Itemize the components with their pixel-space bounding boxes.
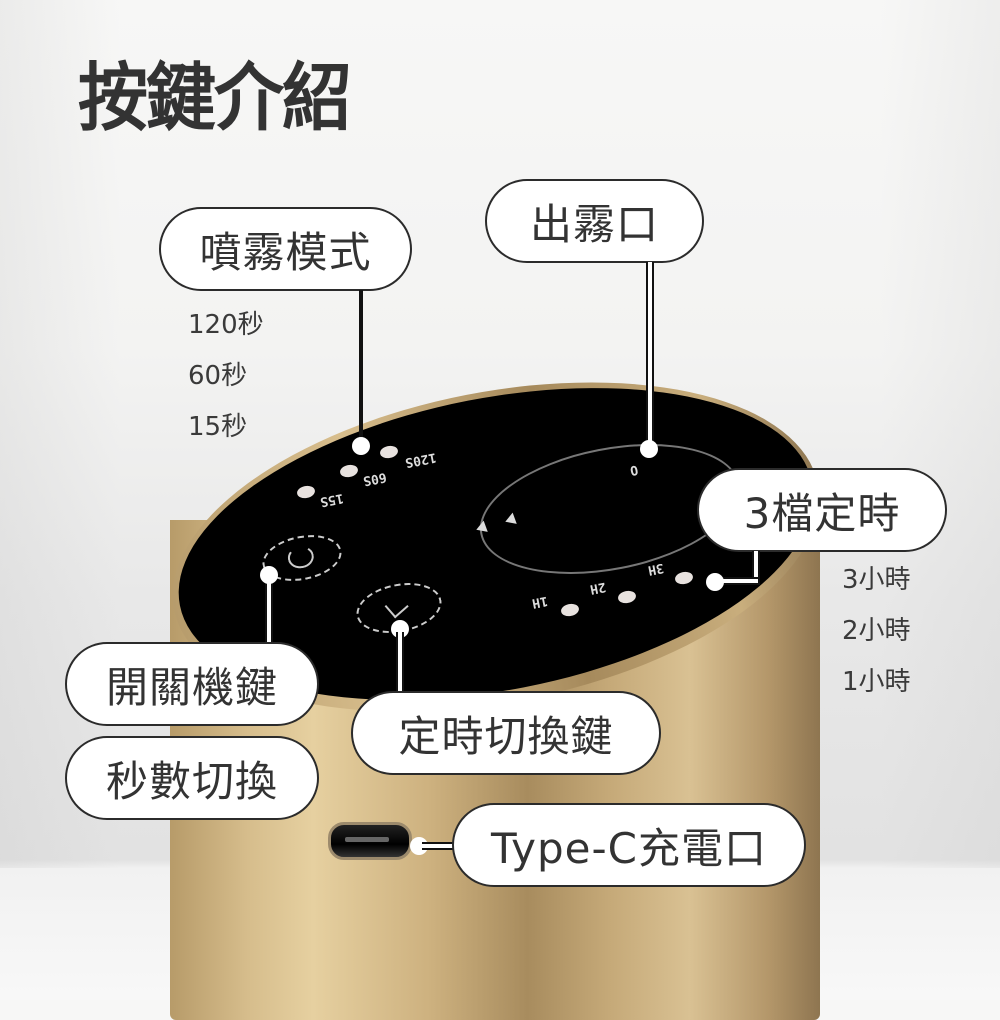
type-c-port [328,822,412,860]
connector-pin [640,440,658,458]
callout-seconds-switch: 秒數切換 [65,736,319,820]
connector-pin [260,566,278,584]
callout-label: 定時切換鍵 [398,711,614,761]
spray-option: 120秒 [188,310,264,340]
spray-option: 15秒 [188,412,248,442]
page-title: 按鍵介紹 [78,53,352,142]
timer-option: 3小時 [842,565,911,595]
callout-mist-outlet: 出霧口 [485,179,704,263]
connector-pin [391,620,409,638]
connector-line [646,262,654,448]
callout-label: 秒數切換 [105,756,278,806]
callout-timer-switch-button: 定時切換鍵 [351,691,661,775]
callout-label: 出霧口 [529,199,659,249]
connector-line [265,578,273,644]
timer-option: 2小時 [842,616,911,646]
power-icon [285,543,316,571]
callout-charging-port: Type-C充電口 [452,803,806,887]
callout-timer-3-level: 3檔定時 [697,468,947,552]
timer-icon [384,594,409,619]
type-c-port-contacts [345,837,389,842]
callout-power-button: 開關機鍵 [65,642,319,726]
connector-line [359,290,363,444]
connector-line [752,551,760,585]
callout-spray-mode: 噴霧模式 [159,207,412,291]
callout-label: 開關機鍵 [105,662,278,712]
indicator-label-2h: 2H [588,578,607,597]
timer-options: 3小時 2小時 1小時 [842,555,911,708]
callout-label: 3檔定時 [743,488,901,538]
spray-mode-options: 120秒 60秒 15秒 [188,300,264,453]
indicator-label-3h: 3H [646,559,665,578]
connector-line [396,632,404,694]
indicator-label-1h: 1H [530,592,549,611]
callout-label: 噴霧模式 [199,227,372,277]
callout-label: Type-C充電口 [491,823,767,873]
connector-pin [706,573,724,591]
spray-option: 60秒 [188,361,248,391]
connector-pin [410,837,428,855]
connector-line [718,577,758,585]
connector-pin [352,437,370,455]
timer-option: 1小時 [842,667,911,697]
connector-line [422,842,456,850]
